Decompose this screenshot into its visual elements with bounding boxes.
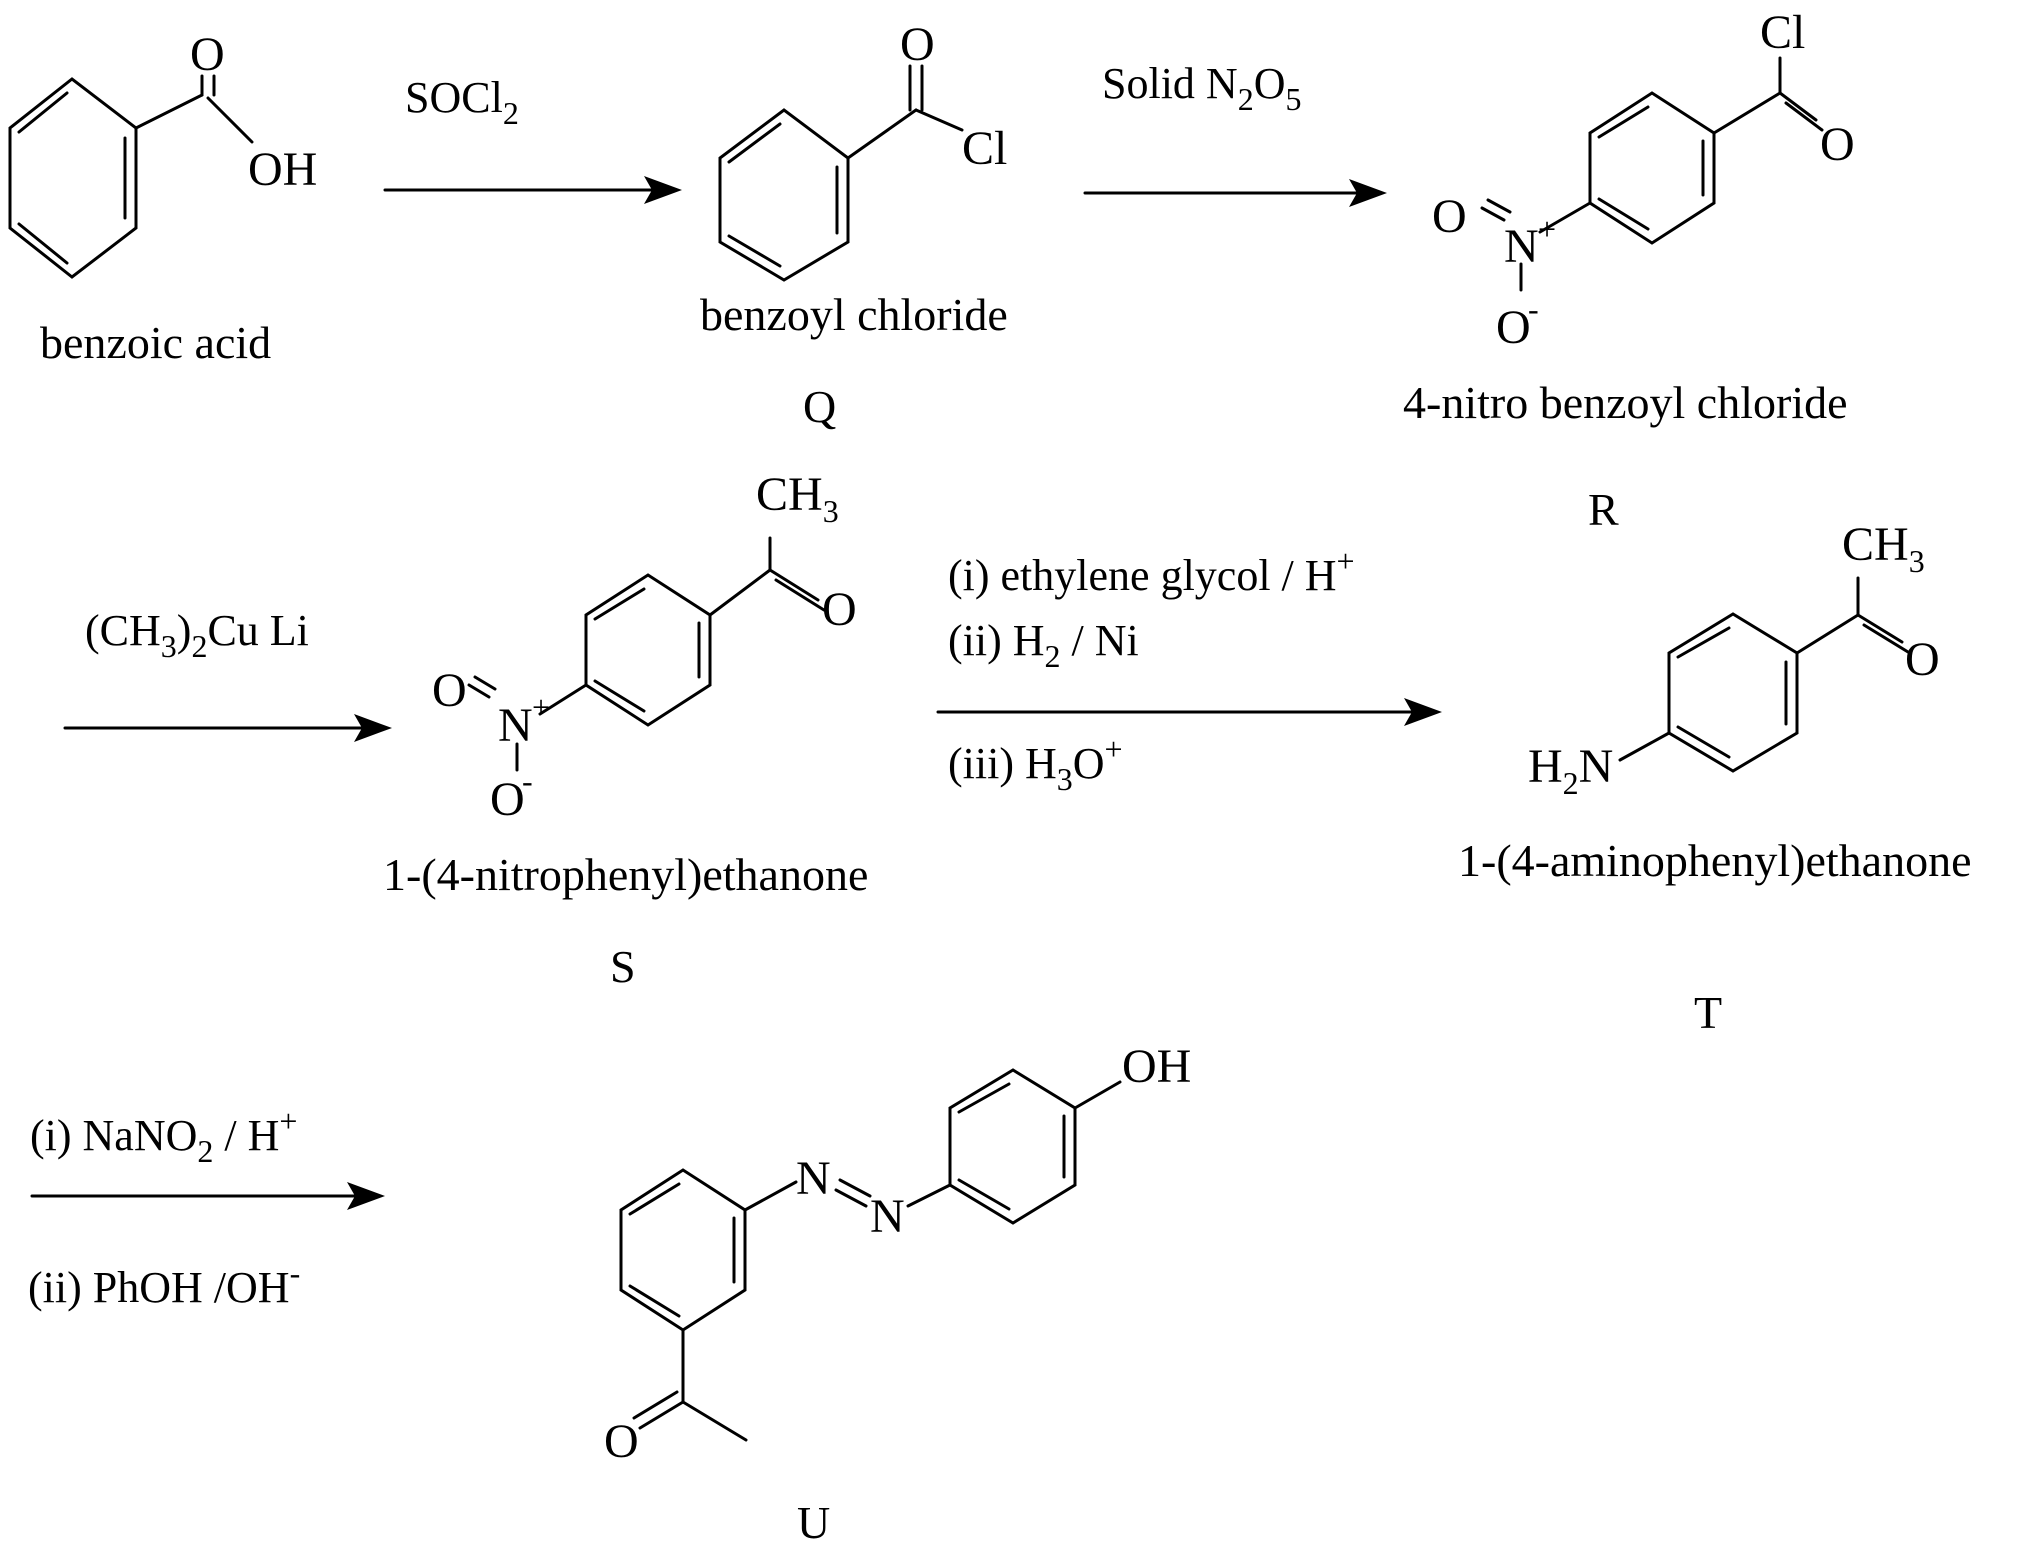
reagent-ethylene-glycol-acid: (i) ethylene glycol / H+ [948,543,1355,600]
nitrobenzoyl-chloride-name: 4-nitro benzoyl chloride [1403,377,1848,428]
benzoyl-chloride-name: benzoyl chloride [700,289,1008,340]
compound-letter-u: U [797,1497,830,1548]
reagent-hydrogen-nickel: (ii) H2 / Ni [948,616,1139,674]
s-carbonyl-oxygen-label: O [822,583,857,636]
q-oxygen-label: O [900,18,935,71]
t-methyl-label: CH3 [1842,518,1925,579]
nitrophenyl-ethanone-name: 1-(4-nitrophenyl)ethanone [383,849,868,900]
reagent-lithium-dimethylcuprate: (CH3)2Cu Li [85,606,309,664]
benzoic-acid-ring [8,77,138,279]
r-nitrogen-label: N [1504,220,1539,273]
u-azo-nitrogen-1-label: N [796,1152,831,1205]
s-oxide-label: O [490,773,525,826]
reagent-dinitrogen-pentoxide: Solid N2O5 [1102,59,1301,117]
azo-phenol-ring [948,1068,1077,1225]
nitrobenzoyl-chloride-ring [1588,91,1716,245]
s-oxide-charge: - [522,763,533,799]
compound-letter-t: T [1694,987,1722,1038]
carbonyl-oxygen-label: O [190,28,225,81]
azo-product-structure: N N OH O [604,1040,1191,1468]
benzoyl-chloride-structure: O Cl [718,18,1007,282]
r-nitrogen-charge: + [1538,211,1556,247]
compound-letter-r: R [1588,484,1619,535]
u-azo-nitrogen-2-label: N [870,1190,905,1243]
nitrophenyl-ethanone-structure: CH3 O O N + O - [432,468,857,826]
aminophenyl-ethanone-name: 1-(4-aminophenyl)ethanone [1458,835,1971,886]
q-chlorine-label: Cl [962,122,1007,175]
s-nitrogen-charge: + [532,689,550,725]
s-nitro-oxygen-label: O [432,664,467,717]
reagent-phenol-base: (ii) PhOH /OH- [28,1255,300,1312]
benzoyl-chloride-ring [718,108,850,282]
reagent-thionyl-chloride: SOCl2 [405,73,519,131]
reaction-arrow-3 [63,714,392,742]
reaction-arrow-2 [1083,179,1387,207]
compound-letter-q: Q [803,381,836,432]
reaction-arrow-4 [936,698,1442,726]
aminophenyl-ethanone-ring [1667,612,1799,773]
hydroxyl-label: OH [248,143,317,196]
aminophenyl-ethanone-structure: CH3 O H2N [1528,518,1940,801]
u-hydroxyl-label: OH [1122,1040,1191,1093]
s-nitrogen-label: N [498,699,533,752]
t-carbonyl-oxygen-label: O [1905,633,1940,686]
r-carbonyl-oxygen-label: O [1820,118,1855,171]
reaction-arrow-5 [30,1182,385,1210]
reagent-hydronium: (iii) H3O+ [948,731,1123,797]
s-methyl-label: CH3 [756,468,839,529]
r-chlorine-label: Cl [1760,6,1805,59]
nitrobenzoyl-chloride-structure: Cl O O N + O - [1432,6,1855,354]
t-amino-label: H2N [1528,740,1613,801]
u-carbonyl-oxygen-label: O [604,1415,639,1468]
azo-acetophenone-ring [619,1168,747,1332]
carboxyl-bond [134,93,204,130]
r-nitro-oxygen-label: O [1432,190,1467,243]
r-oxide-label: O [1496,301,1531,354]
benzoic-acid-structure: O OH [8,28,317,279]
benzoic-acid-name: benzoic acid [40,317,271,368]
r-oxide-charge: - [1528,291,1539,327]
nitrophenyl-ethanone-ring [584,573,712,727]
reaction-arrow-1 [383,176,682,204]
reagent-sodium-nitrite: (i) NaNO2 / H+ [30,1103,297,1169]
compound-letter-s: S [610,941,636,992]
